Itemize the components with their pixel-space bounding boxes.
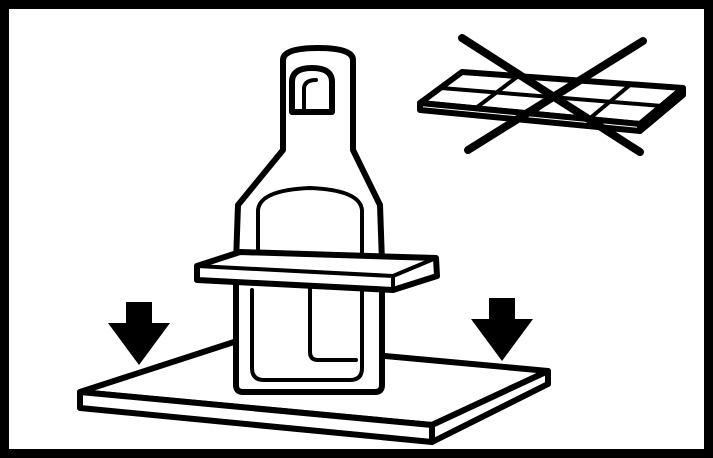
- fireplace-lower-opening: [250, 288, 364, 382]
- fireplace-hood-opening: [256, 186, 364, 264]
- down-arrow-left: [108, 302, 170, 365]
- down-arrow-right: [471, 298, 533, 361]
- fireplace-chimney: [233, 45, 385, 265]
- tile-paving-grid: [417, 69, 686, 134]
- cross-out-icon: [458, 34, 647, 156]
- chimney-vent-opening: [289, 65, 335, 115]
- barbecue-fireplace: [194, 45, 440, 395]
